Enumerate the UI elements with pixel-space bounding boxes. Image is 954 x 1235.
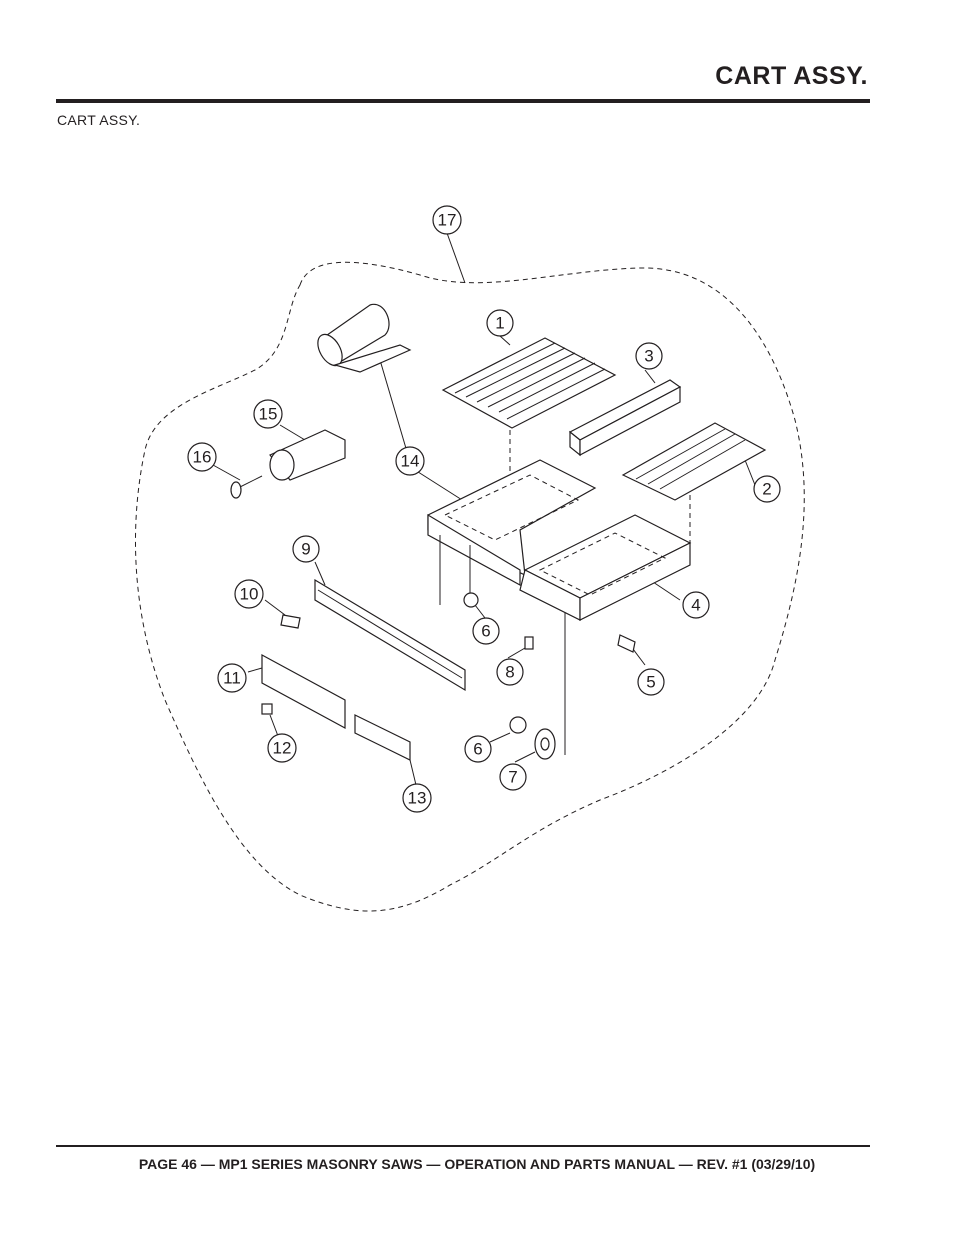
svg-text:4: 4 xyxy=(691,596,700,615)
callout-12: 12 xyxy=(267,733,297,763)
svg-text:1: 1 xyxy=(495,314,504,333)
cart-table xyxy=(427,459,692,755)
svg-text:8: 8 xyxy=(505,663,514,682)
callout-17: 17 xyxy=(432,205,462,235)
page-footer: PAGE 46 — MP1 SERIES MASONRY SAWS — OPER… xyxy=(138,1156,816,1172)
footer-rule xyxy=(56,1145,870,1147)
svg-text:3: 3 xyxy=(644,347,653,366)
callout-8: 8 xyxy=(496,658,524,686)
svg-text:14: 14 xyxy=(401,452,420,471)
callout-5: 5 xyxy=(637,668,665,696)
ribbed-pad-large xyxy=(441,337,617,520)
callout-11: 11 xyxy=(217,663,247,693)
callout-1: 1 xyxy=(486,309,514,337)
callout-4: 4 xyxy=(682,591,710,619)
svg-text:6: 6 xyxy=(473,740,482,759)
svg-text:16: 16 xyxy=(193,448,212,467)
callout-9: 9 xyxy=(292,535,320,563)
page-title: CART ASSY. xyxy=(715,62,868,90)
svg-text:13: 13 xyxy=(408,789,427,808)
callout-6a: 6 xyxy=(472,617,500,645)
callout-3: 3 xyxy=(635,342,663,370)
svg-text:10: 10 xyxy=(240,585,259,604)
svg-text:17: 17 xyxy=(438,211,457,230)
callout-14: 14 xyxy=(395,446,425,476)
protective-roll xyxy=(317,303,412,373)
scale-extension xyxy=(354,714,411,761)
callout-6b: 6 xyxy=(464,735,492,763)
callout-10: 10 xyxy=(234,579,264,609)
svg-text:12: 12 xyxy=(273,739,292,758)
hardware xyxy=(261,592,636,760)
callout-2: 2 xyxy=(753,475,781,503)
svg-text:9: 9 xyxy=(301,540,310,559)
svg-text:7: 7 xyxy=(508,768,517,787)
side-rail xyxy=(568,379,682,457)
svg-text:15: 15 xyxy=(259,405,278,424)
svg-text:11: 11 xyxy=(223,669,241,688)
grip-screw xyxy=(230,475,263,499)
scale-bracket xyxy=(314,578,466,692)
header-rule xyxy=(56,99,870,103)
measuring-scale xyxy=(261,653,346,730)
callout-13: 13 xyxy=(402,783,432,813)
callout-7: 7 xyxy=(499,763,527,791)
section-subtitle: CART ASSY. xyxy=(57,112,141,128)
handle-grip xyxy=(269,429,346,481)
leader-lines xyxy=(212,232,756,786)
svg-text:2: 2 xyxy=(762,480,771,499)
callout-15: 15 xyxy=(253,399,283,429)
ribbed-pad-small xyxy=(621,422,767,545)
callout-16: 16 xyxy=(187,442,217,472)
svg-text:5: 5 xyxy=(646,673,655,692)
svg-text:6: 6 xyxy=(481,622,490,641)
